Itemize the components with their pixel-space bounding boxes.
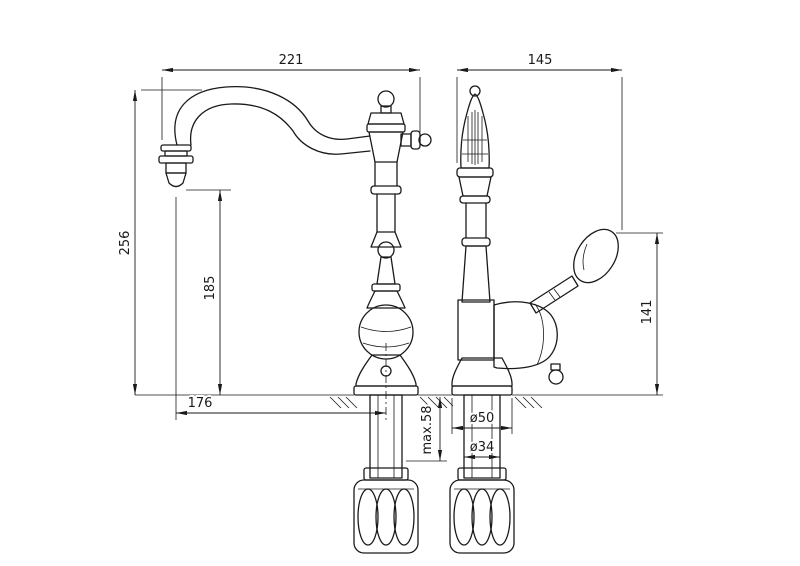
knurled-nut — [353, 479, 419, 554]
housing-finial — [548, 369, 564, 385]
arrow-icon — [162, 67, 173, 73]
arrow-icon — [457, 67, 468, 73]
dim-label-spout-outlet-height: 185 — [203, 276, 218, 301]
dim-shank-diameter: ø34 — [464, 438, 500, 460]
dim-base-diameter: ø50 — [451, 398, 513, 434]
dim-label-handle-height: 141 — [640, 300, 655, 325]
shank-and-nut — [353, 394, 419, 554]
side-view — [158, 86, 432, 554]
valve-body — [457, 299, 495, 361]
dim-label-spout-reach: 221 — [279, 53, 304, 68]
arrow-icon — [437, 397, 443, 408]
spout-tube-lower — [189, 103, 371, 155]
arrow-icon — [217, 384, 223, 395]
dim-label-handle-span: 145 — [528, 53, 553, 68]
arrow-icon — [437, 450, 443, 461]
front-view — [449, 85, 619, 554]
arrow-icon — [654, 233, 660, 244]
dim-label-base-diameter: ø50 — [470, 411, 495, 426]
spout-tube — [174, 86, 371, 155]
shank-and-nut-front — [449, 394, 515, 554]
cap — [456, 85, 494, 178]
arrow-icon — [464, 454, 475, 460]
arrow-icon — [452, 425, 463, 431]
handle-housing — [493, 301, 564, 385]
dim-label-shank-diameter: ø34 — [470, 440, 495, 455]
dim-outlet-offset: 176 — [175, 197, 387, 421]
lever-handle — [529, 228, 619, 314]
side-knob — [400, 130, 432, 150]
dim-spout-outlet-height: 185 — [186, 189, 231, 395]
body-finial — [366, 90, 406, 133]
arrow-icon — [409, 67, 420, 73]
dim-handle-span: 145 — [456, 51, 623, 230]
spout-outlet — [158, 144, 194, 188]
dim-label-outlet-offset: 176 — [188, 396, 213, 411]
handle-stem — [529, 275, 579, 314]
arrow-icon — [489, 454, 500, 460]
dim-overall-height: 256 — [116, 89, 202, 395]
shank-front — [463, 394, 501, 479]
arrow-icon — [132, 90, 138, 101]
arrow-icon — [654, 384, 660, 395]
spout-tube-upper — [174, 86, 371, 146]
dim-spout-reach: 221 — [161, 51, 421, 140]
dim-label-overall-height: 256 — [118, 231, 133, 256]
body-column — [368, 131, 404, 248]
arrow-icon — [375, 410, 386, 416]
arrow-icon — [217, 190, 223, 201]
arrow-icon — [611, 67, 622, 73]
dim-label-max-deck: max.58 — [420, 406, 435, 455]
arrow-icon — [132, 384, 138, 395]
knurled-nut-front — [449, 479, 515, 554]
dim-max-deck-thickness: max.58 — [406, 397, 447, 462]
arrow-icon — [501, 425, 512, 431]
deck-hatching — [329, 396, 543, 409]
base-flange-front — [451, 357, 513, 396]
body-column-front — [458, 176, 492, 303]
arrow-icon — [176, 410, 187, 416]
dim-handle-height: 141 — [616, 232, 663, 395]
mounting-surface — [135, 394, 663, 409]
handle-silhouette — [366, 241, 406, 309]
handle-knob — [573, 228, 619, 284]
